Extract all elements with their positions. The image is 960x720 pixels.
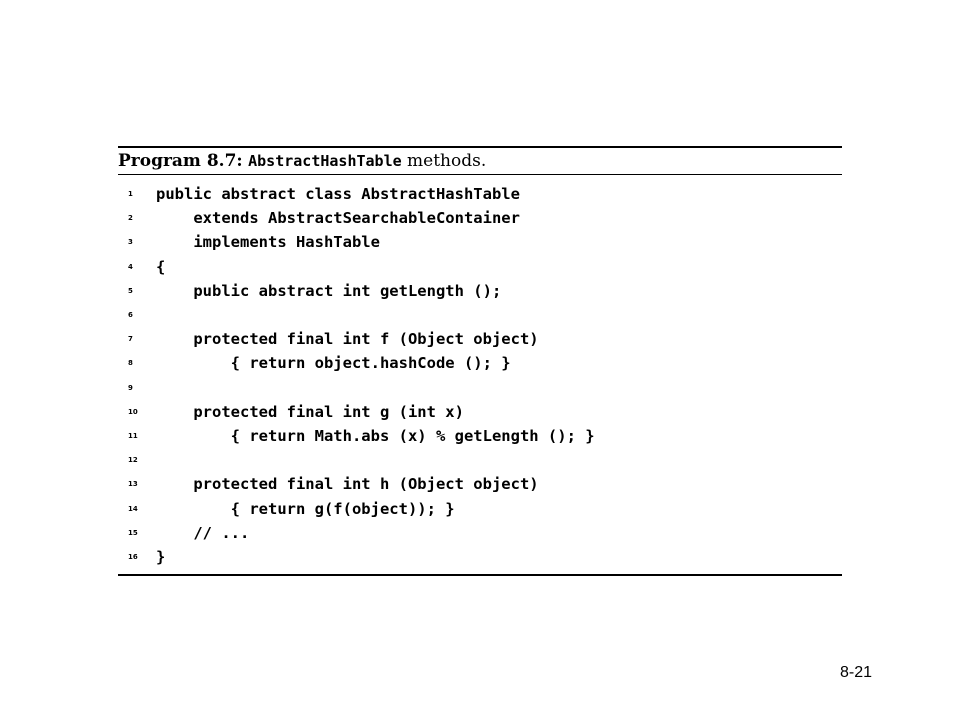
line-number: 12 xyxy=(128,456,138,465)
code-line: 3 implements HashTable xyxy=(118,230,842,254)
code-line: 8 { return object.hashCode (); } xyxy=(118,351,842,375)
code-line: 6 xyxy=(118,303,842,327)
bottom-rule xyxy=(118,574,842,576)
line-number: 5 xyxy=(128,286,133,295)
line-text: protected final int h (Object object) xyxy=(156,475,539,494)
line-text: public abstract int getLength (); xyxy=(156,281,502,300)
line-number: 7 xyxy=(128,335,133,344)
line-number: 6 xyxy=(128,311,133,320)
line-text: { return Math.abs (x) % getLength (); } xyxy=(156,426,595,445)
code-line: 4{ xyxy=(118,255,842,279)
line-text: { return object.hashCode (); } xyxy=(156,354,511,373)
code-block: 1 public abstract class AbstractHashTable… xyxy=(118,175,842,574)
line-number: 8 xyxy=(128,359,133,368)
code-line: 13 protected final int h (Object object) xyxy=(118,472,842,496)
line-number: 10 xyxy=(128,407,138,416)
line-text: protected final int g (int x) xyxy=(156,402,464,421)
code-line: 16} xyxy=(118,545,842,569)
line-number: 14 xyxy=(128,504,138,513)
code-line: 7 protected final int f (Object object) xyxy=(118,327,842,351)
caption-suffix: methods. xyxy=(407,151,487,171)
line-text: extends AbstractSearchableContainer xyxy=(156,209,520,228)
listing-caption: Program 8.7: AbstractHashTable methods. xyxy=(118,148,842,174)
code-line: 11 { return Math.abs (x) % getLength ();… xyxy=(118,424,842,448)
line-text: { xyxy=(156,257,166,276)
top-rule xyxy=(118,146,842,148)
line-number: 1 xyxy=(128,190,133,199)
program-listing: Program 8.7: AbstractHashTable methods. … xyxy=(118,146,842,576)
code-line: 15 // ... xyxy=(118,521,842,545)
line-text: public abstract class AbstractHashTable xyxy=(156,185,520,204)
code-line: 2 extends AbstractSearchableContainer xyxy=(118,206,842,230)
caption-class-name: AbstractHashTable xyxy=(248,152,402,170)
code-line: 10 protected final int g (int x) xyxy=(118,400,842,424)
line-number: 9 xyxy=(128,383,133,392)
caption-rule xyxy=(118,174,842,175)
line-number: 16 xyxy=(128,552,138,561)
line-text: implements HashTable xyxy=(156,233,380,252)
line-number: 11 xyxy=(128,431,138,440)
code-line: 1 public abstract class AbstractHashTable xyxy=(118,182,842,206)
code-line: 5 public abstract int getLength (); xyxy=(118,279,842,303)
slide-number: 8-21 xyxy=(840,664,873,681)
code-line: 9 xyxy=(118,376,842,400)
line-text: { return g(f(object)); } xyxy=(156,499,455,518)
caption-label: Program 8.7: xyxy=(118,151,243,171)
line-number: 3 xyxy=(128,238,133,247)
code-line: 12 xyxy=(118,448,842,472)
line-text: // ... xyxy=(156,523,250,542)
line-number: 13 xyxy=(128,480,138,489)
line-number: 15 xyxy=(128,528,138,537)
line-number: 4 xyxy=(128,262,133,271)
line-text: protected final int f (Object object) xyxy=(156,330,539,349)
line-text: } xyxy=(156,547,166,566)
line-number: 2 xyxy=(128,214,133,223)
code-line: 14 { return g(f(object)); } xyxy=(118,496,842,520)
